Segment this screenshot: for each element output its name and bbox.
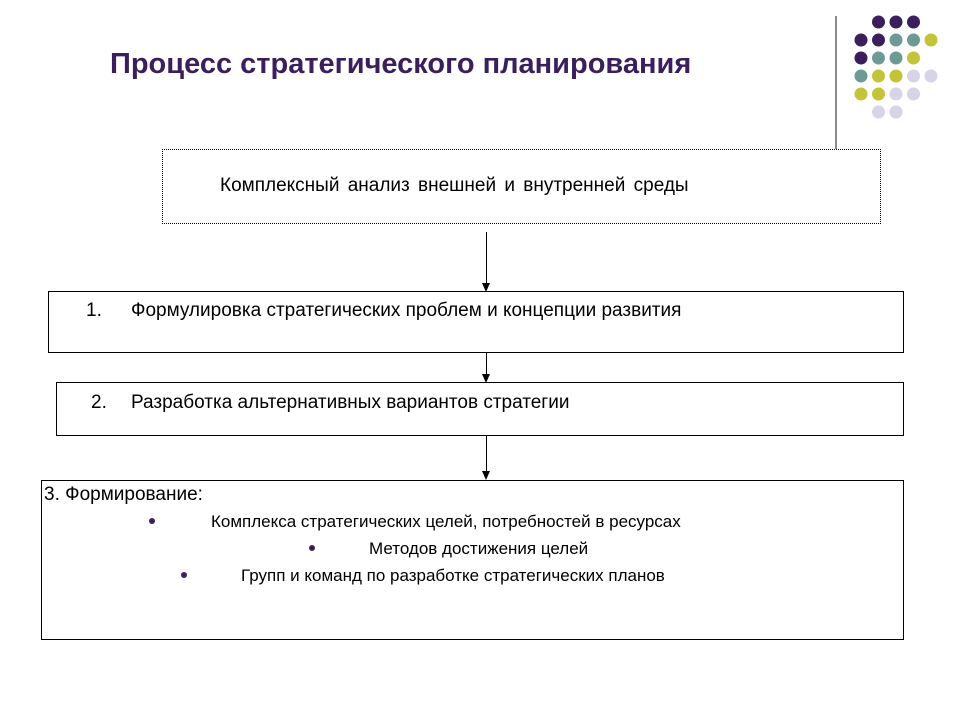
page-title: Процесс стратегического планирования [110,48,692,80]
decorative-dot [924,33,938,47]
step1-number: 1. [86,300,102,321]
decorative-dot [907,33,920,47]
arrow-head-3 [482,471,490,480]
bullet-icon [309,545,315,551]
decorative-dot [872,15,885,29]
arrow-step1-to-step2 [486,353,487,375]
decorative-dot [854,87,868,101]
arrow-step2-to-step3 [486,436,487,472]
analysis-text: Комплексный анализ внешней и внутренней … [220,175,689,196]
decorative-dot [907,15,920,29]
decorative-dot [889,15,903,29]
decorative-vertical-line [835,16,837,176]
step1-box: 1. Формулировка стратегических проблем и… [48,291,904,353]
decorative-dot [872,51,885,65]
step2-box: 2. Разработка альтернативных вариантов с… [56,382,904,436]
decorative-dot [872,87,885,101]
decorative-dot [889,69,903,83]
decorative-dot [889,51,903,65]
step3-item-2: Методов достижения целей [369,539,589,558]
decorative-dot [924,69,938,83]
decorative-dot [907,87,920,101]
bullet-icon [181,572,187,578]
decorative-dot [872,105,885,119]
step3-item-3: Групп и команд по разработке стратегичес… [241,566,665,585]
step3-box: 3. Формирование: Комплекса стратегически… [41,480,904,640]
step2-label: Разработка альтернативных вариантов стра… [131,392,570,413]
decorative-dot [889,33,903,47]
decorative-dot [889,105,903,119]
bullet-icon [149,518,155,524]
decorative-dot [854,33,868,47]
step1-label: Формулировка стратегических проблем и ко… [131,300,682,321]
arrow-head-1 [482,283,490,292]
decorative-dot [854,69,868,83]
decorative-dot [907,51,920,65]
arrow-analysis-to-step1 [486,232,487,284]
step3-item-1: Комплекса стратегических целей, потребно… [211,512,681,531]
step2-number: 2. [91,392,107,413]
decorative-dot [854,51,868,65]
step3-heading: 3. Формирование: [44,484,203,505]
decorative-dot [872,33,885,47]
decorative-dot [872,69,885,83]
analysis-box: Комплексный анализ внешней и внутренней … [162,149,881,224]
arrow-head-2 [482,374,490,383]
decorative-dot [889,87,903,101]
decorative-dot [907,69,920,83]
